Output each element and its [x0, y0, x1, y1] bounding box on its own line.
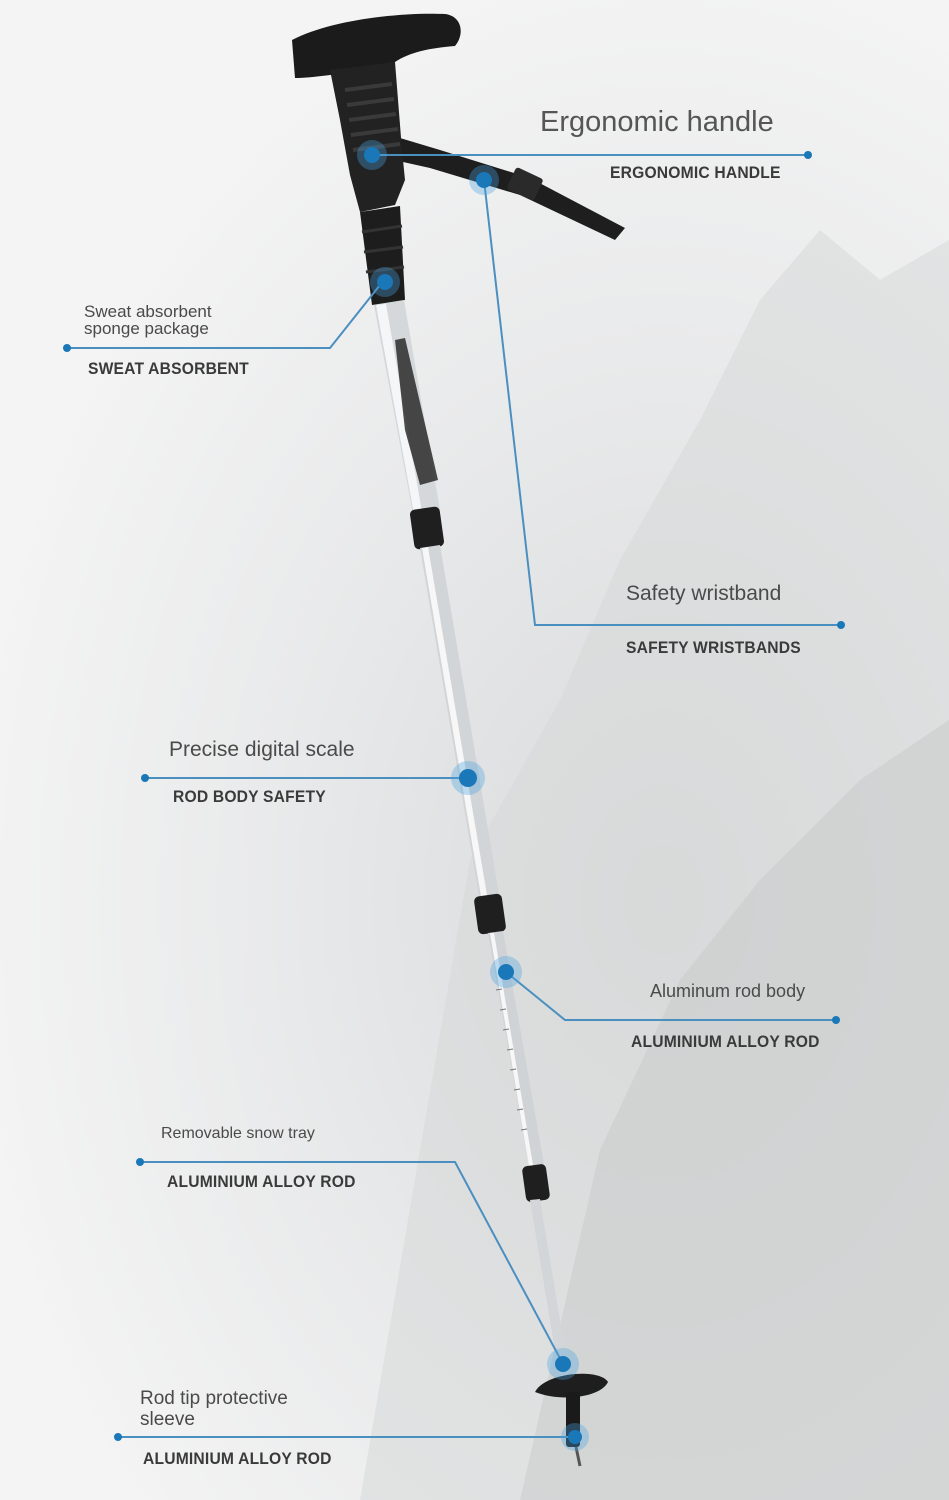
lock-2: [474, 893, 506, 935]
tip-title: Rod tip protective sleeve: [140, 1388, 288, 1430]
bottom-shaft: [530, 1199, 570, 1381]
wristband-title: Safety wristband: [626, 582, 782, 605]
rod-subtitle: ALUMINIUM ALLOY ROD: [631, 1032, 820, 1051]
lock-3: [522, 1164, 550, 1202]
dot-sweat: [63, 344, 71, 352]
scale-subtitle: ROD BODY SAFETY: [173, 787, 326, 806]
handle-grip: [330, 62, 405, 212]
dot-scale: [141, 774, 149, 782]
snow-basket: [535, 1373, 608, 1398]
rod-title: Aluminum rod body: [650, 981, 806, 1001]
tip-subtitle: ALUMINIUM ALLOY ROD: [143, 1449, 332, 1468]
leader-snowtray: [140, 1161, 564, 1365]
ergonomic-subtitle: ERGONOMIC HANDLE: [610, 163, 781, 182]
wrist-strap: [385, 135, 625, 240]
scale-title: Precise digital scale: [169, 738, 355, 761]
dot-ergonomic: [804, 151, 812, 159]
strap-buckle: [507, 167, 543, 201]
dot-rod: [832, 1016, 840, 1024]
wristband-subtitle: SAFETY WRISTBANDS: [626, 638, 801, 657]
dot-tip: [114, 1433, 122, 1441]
leader-rod: [505, 971, 836, 1021]
shaft-graphic: [395, 338, 438, 485]
ergonomic-title: Ergonomic handle: [540, 106, 774, 138]
snowtray-subtitle: ALUMINIUM ALLOY ROD: [167, 1172, 356, 1191]
leader-sweat: [67, 284, 381, 349]
handle-top: [292, 13, 461, 78]
snowtray-title: Removable snow tray: [161, 1125, 315, 1142]
leader-wristband: [483, 179, 841, 626]
sweat-title: Sweat absorbent sponge package: [84, 302, 212, 338]
lock-1: [410, 506, 444, 550]
dot-wristband: [837, 621, 845, 629]
dot-snowtray: [136, 1158, 144, 1166]
sweat-subtitle: SWEAT ABSORBENT: [88, 359, 249, 378]
mountain-background-shadow: [520, 720, 949, 1500]
